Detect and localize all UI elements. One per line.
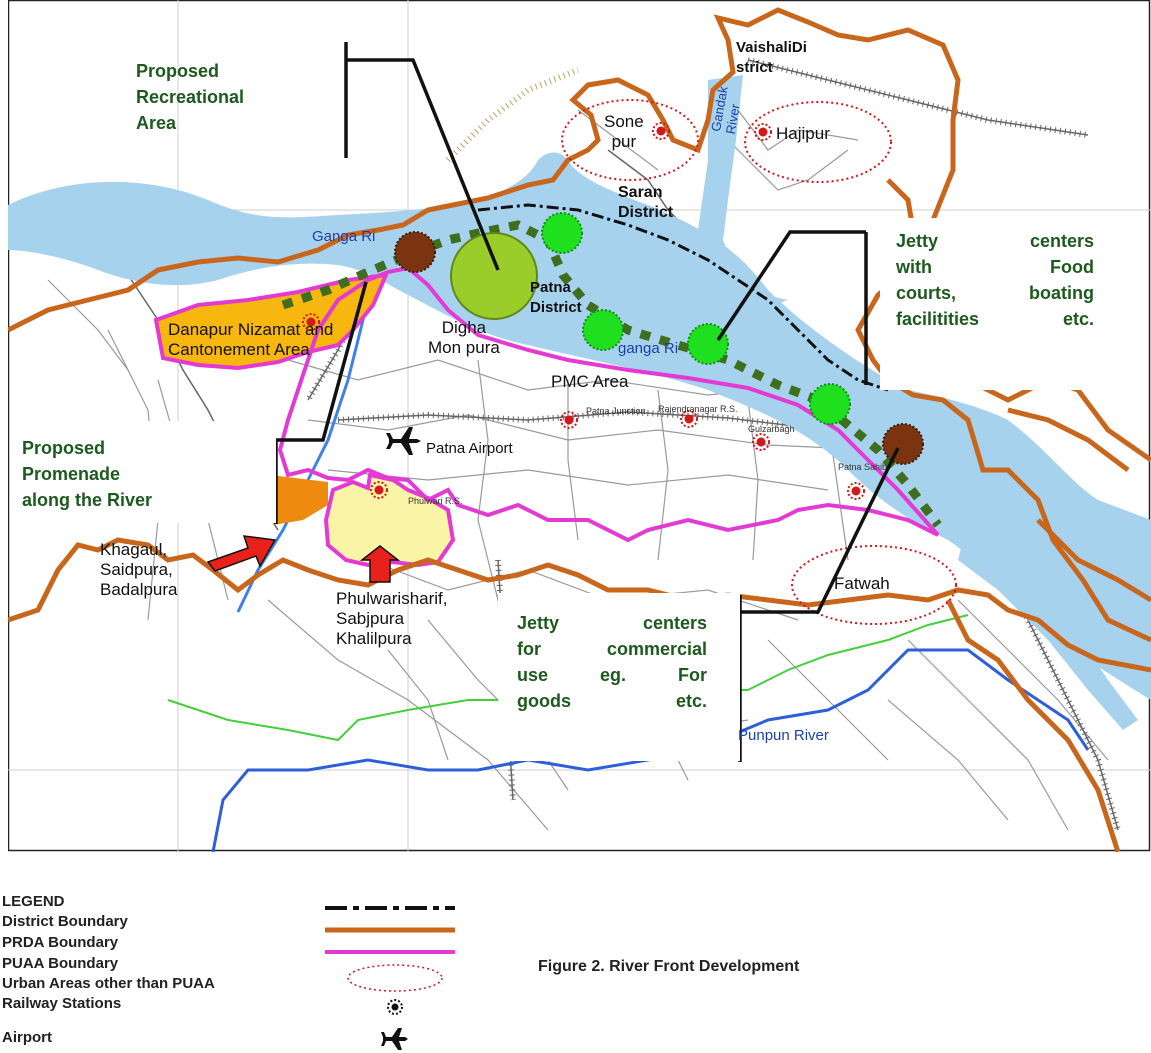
legend-airplane-icon <box>381 1028 408 1050</box>
legend-label-airport: Airport <box>2 1029 52 1046</box>
legend-title: LEGEND <box>2 893 65 910</box>
legend-label-stations: Railway Stations <box>2 995 122 1012</box>
label-hajipur: Hajipur <box>776 124 830 143</box>
callout-lines <box>274 42 900 762</box>
jetty-food-box <box>880 218 1102 390</box>
legend: LEGEND District Boundary PRDA Boundary P… <box>0 855 1151 1053</box>
legend-symbol-urban <box>347 964 443 992</box>
legend-station-icon <box>387 999 403 1015</box>
legend-label-prda: PRDA Boundary <box>2 934 119 951</box>
district-dashdot <box>477 203 889 392</box>
legend-symbols <box>325 906 455 1050</box>
station-label: Phulwari R.S. <box>408 496 463 506</box>
promenade-box <box>18 421 276 523</box>
label-ganga-river-east: ganga Ri <box>618 340 679 357</box>
station-label: Rajendranagar R.S. <box>658 404 738 414</box>
khagaul-area <box>270 475 328 525</box>
map-canvas: Proposed Recreational Area Proposed Prom… <box>8 0 1151 852</box>
recreational-circle <box>450 232 538 320</box>
label-ganga-river-west: Ganga Ri <box>312 228 376 245</box>
label-khagaul: Khagaul,Saidpura,Badalpura <box>100 540 178 599</box>
jetty-commercial-circles <box>394 231 924 465</box>
recreational-annotation: Proposed Recreational Area <box>136 61 245 133</box>
urban-area-ellipses <box>561 99 957 625</box>
legend-label-urban: Urban Areas other than PUAA <box>2 975 215 992</box>
legend-label-district: District Boundary <box>2 913 128 930</box>
promenade-route <box>281 220 942 528</box>
khagaul-arrow <box>206 535 277 572</box>
label-punpun-river: Punpun River <box>738 727 829 744</box>
puaa-boundary <box>277 265 940 543</box>
promenade-annotation: Proposed Promenade along the River <box>22 438 153 510</box>
station-label: Patna Sahib <box>838 462 888 472</box>
label-patna-airport: Patna Airport <box>426 440 513 457</box>
station-label: Gulzarbagh <box>748 424 795 434</box>
label-pmc-area: PMC Area <box>551 372 629 391</box>
jetty-commercial-annotation: Jetty centers for commercial use eg. For… <box>517 613 707 711</box>
station-label: Patna Junction <box>586 406 646 416</box>
phulwari-arrow <box>359 545 401 583</box>
jetty-food-circles <box>541 212 851 425</box>
figure-caption: Figure 2. River Front Development <box>538 958 800 975</box>
phulwari-area <box>323 472 456 568</box>
airport-icon <box>386 427 421 455</box>
jetty-commercial-box <box>498 593 740 761</box>
legend-label-puaa: PUAA Boundary <box>2 955 119 972</box>
label-fatwah: Fatwah <box>834 574 890 593</box>
gandak-river <box>698 75 788 310</box>
jetty-food-annotation: Jetty centers with Food courts, boating … <box>896 231 1094 329</box>
